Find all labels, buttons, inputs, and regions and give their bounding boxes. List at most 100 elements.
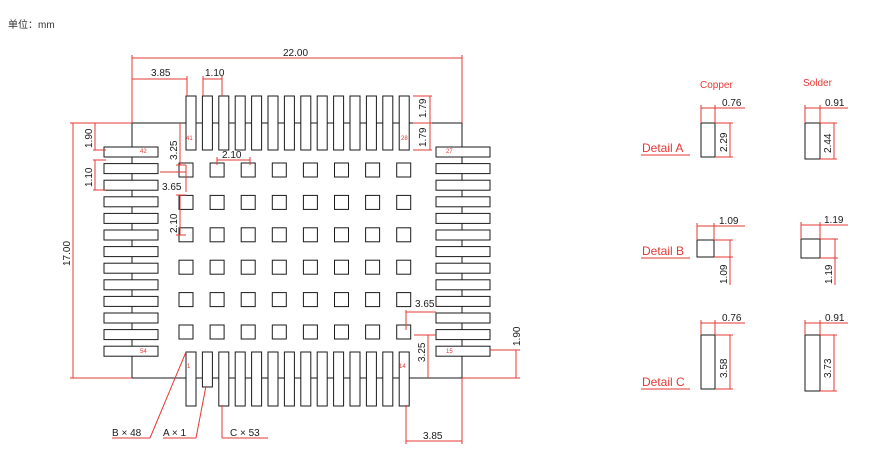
grid-pad [302, 324, 318, 340]
detail-b-solder-width: 1.19 [824, 215, 844, 226]
grid-pad [178, 324, 194, 340]
grid-pad [209, 324, 225, 340]
top-pad [333, 95, 345, 151]
right-pad [435, 295, 491, 307]
left-pad [103, 246, 159, 258]
top-pad [267, 95, 279, 151]
grid-pad [396, 162, 412, 178]
bottom-pad [234, 351, 246, 407]
left-pad [103, 163, 159, 175]
grid-pad [396, 259, 412, 275]
dim-left-pitch: 1.10 [84, 167, 95, 187]
left-pad [103, 179, 159, 191]
detail-c-solder-width: 0.91 [825, 313, 845, 324]
grid-pad [178, 194, 194, 210]
pin-label-54: 54 [140, 349, 147, 355]
left-pad [103, 146, 159, 158]
grid-pad [365, 162, 381, 178]
bottom-pad [283, 351, 295, 407]
top-pad [316, 95, 328, 151]
right-pad [435, 196, 491, 208]
detail-b-dim-lines [696, 222, 848, 285]
detail-c-dim-lines [700, 320, 848, 392]
dim-inner-offset-x: 3.65 [162, 182, 182, 193]
dim-inner-offset-y-right: 3.25 [417, 342, 428, 362]
thermal-pad-grid [178, 162, 412, 340]
top-pad [382, 95, 394, 151]
detail-a-solder-height: 2.44 [823, 133, 834, 153]
detail-b-label: Detail B [642, 244, 684, 258]
bottom-pad [218, 351, 230, 407]
detail-a-solder-width: 0.91 [825, 98, 845, 109]
bottom-pad [398, 351, 410, 407]
left-pad [103, 212, 159, 224]
dim-grid-pitch-y: 2.10 [169, 213, 180, 233]
top-pad [185, 95, 197, 151]
grid-pad [209, 162, 225, 178]
right-pad [435, 262, 491, 274]
right-pad [435, 312, 491, 324]
grid-pad [334, 292, 349, 308]
dim-inner-offset-x-right: 3.65 [415, 299, 435, 310]
left-pad [103, 279, 159, 291]
grid-pad [365, 324, 381, 340]
grid-pad [334, 162, 349, 178]
dim-pad-pitch: 1.10 [205, 68, 225, 79]
pin-label-14: 14 [399, 364, 406, 370]
detail-c-solder-pad [804, 334, 821, 392]
left-pad [103, 312, 159, 324]
detail-a-label: Detail A [642, 141, 683, 155]
grid-pad [240, 162, 256, 178]
grid-pad [334, 227, 349, 243]
grid-pad [240, 324, 256, 340]
grid-pad [365, 227, 381, 243]
bottom-pad [300, 351, 312, 407]
unit-label: 单位：mm [8, 20, 55, 31]
header-solder: Solder [803, 78, 833, 89]
grid-pad [209, 259, 225, 275]
right-pad [435, 146, 491, 158]
dim-grid-pitch-x: 2.10 [222, 150, 242, 161]
bottom-pad-short [201, 351, 213, 388]
dim-overall-height: 17.00 [62, 241, 73, 266]
right-pad [435, 229, 491, 241]
detail-c-copper-height: 3.58 [719, 358, 730, 378]
right-pad [435, 329, 491, 341]
right-pad [435, 179, 491, 191]
left-pad [103, 329, 159, 341]
grid-pad [396, 292, 412, 308]
dim-pad-len-top: 1.79 [418, 98, 429, 118]
grid-pad [271, 259, 287, 275]
detail-c-copper-width: 0.76 [722, 313, 742, 324]
bottom-pad [382, 351, 394, 407]
detail-b-solder-pad [800, 238, 821, 259]
bottom-pad [349, 351, 361, 407]
grid-pad [334, 259, 349, 275]
callout-b: B × 48 [112, 428, 142, 439]
grid-pad [271, 162, 287, 178]
grid-pad [209, 227, 225, 243]
left-pad [103, 345, 159, 357]
detail-a-copper-pad [700, 122, 716, 158]
grid-pad [240, 194, 256, 210]
detail-b-copper-width: 1.09 [719, 216, 739, 227]
grid-pad [396, 324, 412, 340]
pin-label-27: 27 [446, 149, 453, 155]
top-pad [300, 95, 312, 151]
grid-pad [365, 292, 381, 308]
bottom-pad [333, 351, 345, 407]
top-pad [251, 95, 263, 151]
dim-right-bottom-pitch: 1.90 [512, 326, 523, 346]
pin-label-41: 41 [186, 136, 193, 142]
detail-c-label: Detail C [642, 375, 685, 389]
right-pad [435, 163, 491, 175]
detail-b-copper-height: 1.09 [719, 264, 730, 284]
detail-c-solder-height: 3.73 [823, 358, 834, 378]
left-pad-column [103, 146, 159, 357]
dim-offset-top-left: 3.85 [151, 68, 171, 79]
left-pad [103, 229, 159, 241]
bottom-pad [185, 351, 197, 407]
header-copper: Copper [700, 80, 733, 91]
grid-pad [240, 227, 256, 243]
dim-overall-width: 22.00 [283, 48, 308, 59]
